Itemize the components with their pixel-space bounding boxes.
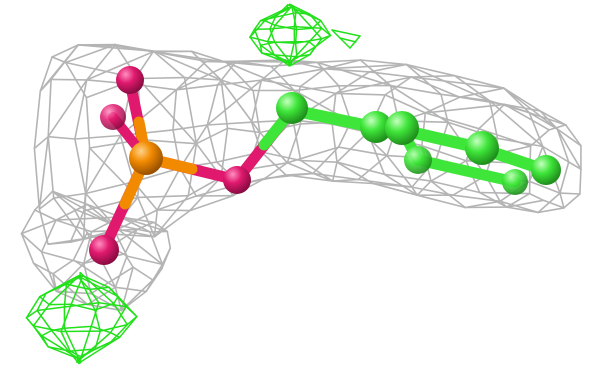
carbon-atom-6 — [404, 146, 432, 174]
atoms — [89, 66, 561, 265]
bond-c6-c7 — [412, 154, 521, 188]
phosphorus-atom — [129, 141, 163, 175]
positive-difference-density-bottom-left — [25, 271, 138, 365]
ligand-model — [89, 66, 561, 265]
positive-difference-density-top — [249, 3, 361, 67]
oxygen-atom-bottom — [89, 235, 119, 265]
oxygen-atom-left-back — [100, 104, 126, 130]
oxygen-atom-bridge — [223, 166, 251, 194]
carbon-atom-3 — [385, 111, 419, 145]
carbon-atom-1 — [276, 92, 308, 124]
carbon-atom-2 — [360, 111, 392, 143]
carbon-atom-7 — [502, 169, 528, 195]
carbon-atom-5 — [531, 155, 561, 185]
oxygen-atom-top — [116, 66, 144, 94]
carbon-atom-4 — [465, 131, 499, 165]
